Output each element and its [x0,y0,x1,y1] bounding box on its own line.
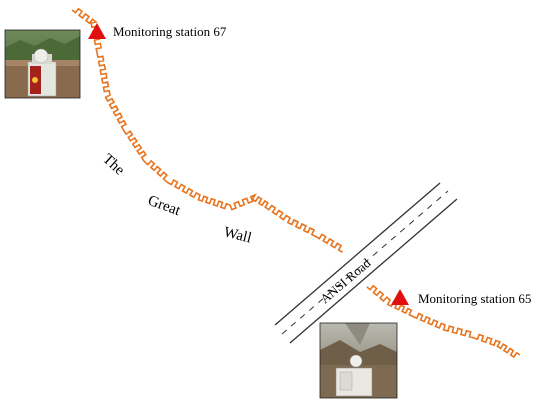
great-wall-line [71,7,521,359]
wall-label-great: Great [146,193,184,220]
ansi-road [274,182,458,344]
wall-label-the: The [99,151,127,179]
station-65-label: Monitoring station 65 [418,291,531,306]
station-65-photo [319,322,398,399]
station-67-marker-icon [88,23,106,39]
station-67-photo [4,29,81,99]
wall-label-wall: Wall [222,224,253,246]
station-65-marker-icon [391,289,409,305]
station-67-label: Monitoring station 67 [113,24,227,39]
